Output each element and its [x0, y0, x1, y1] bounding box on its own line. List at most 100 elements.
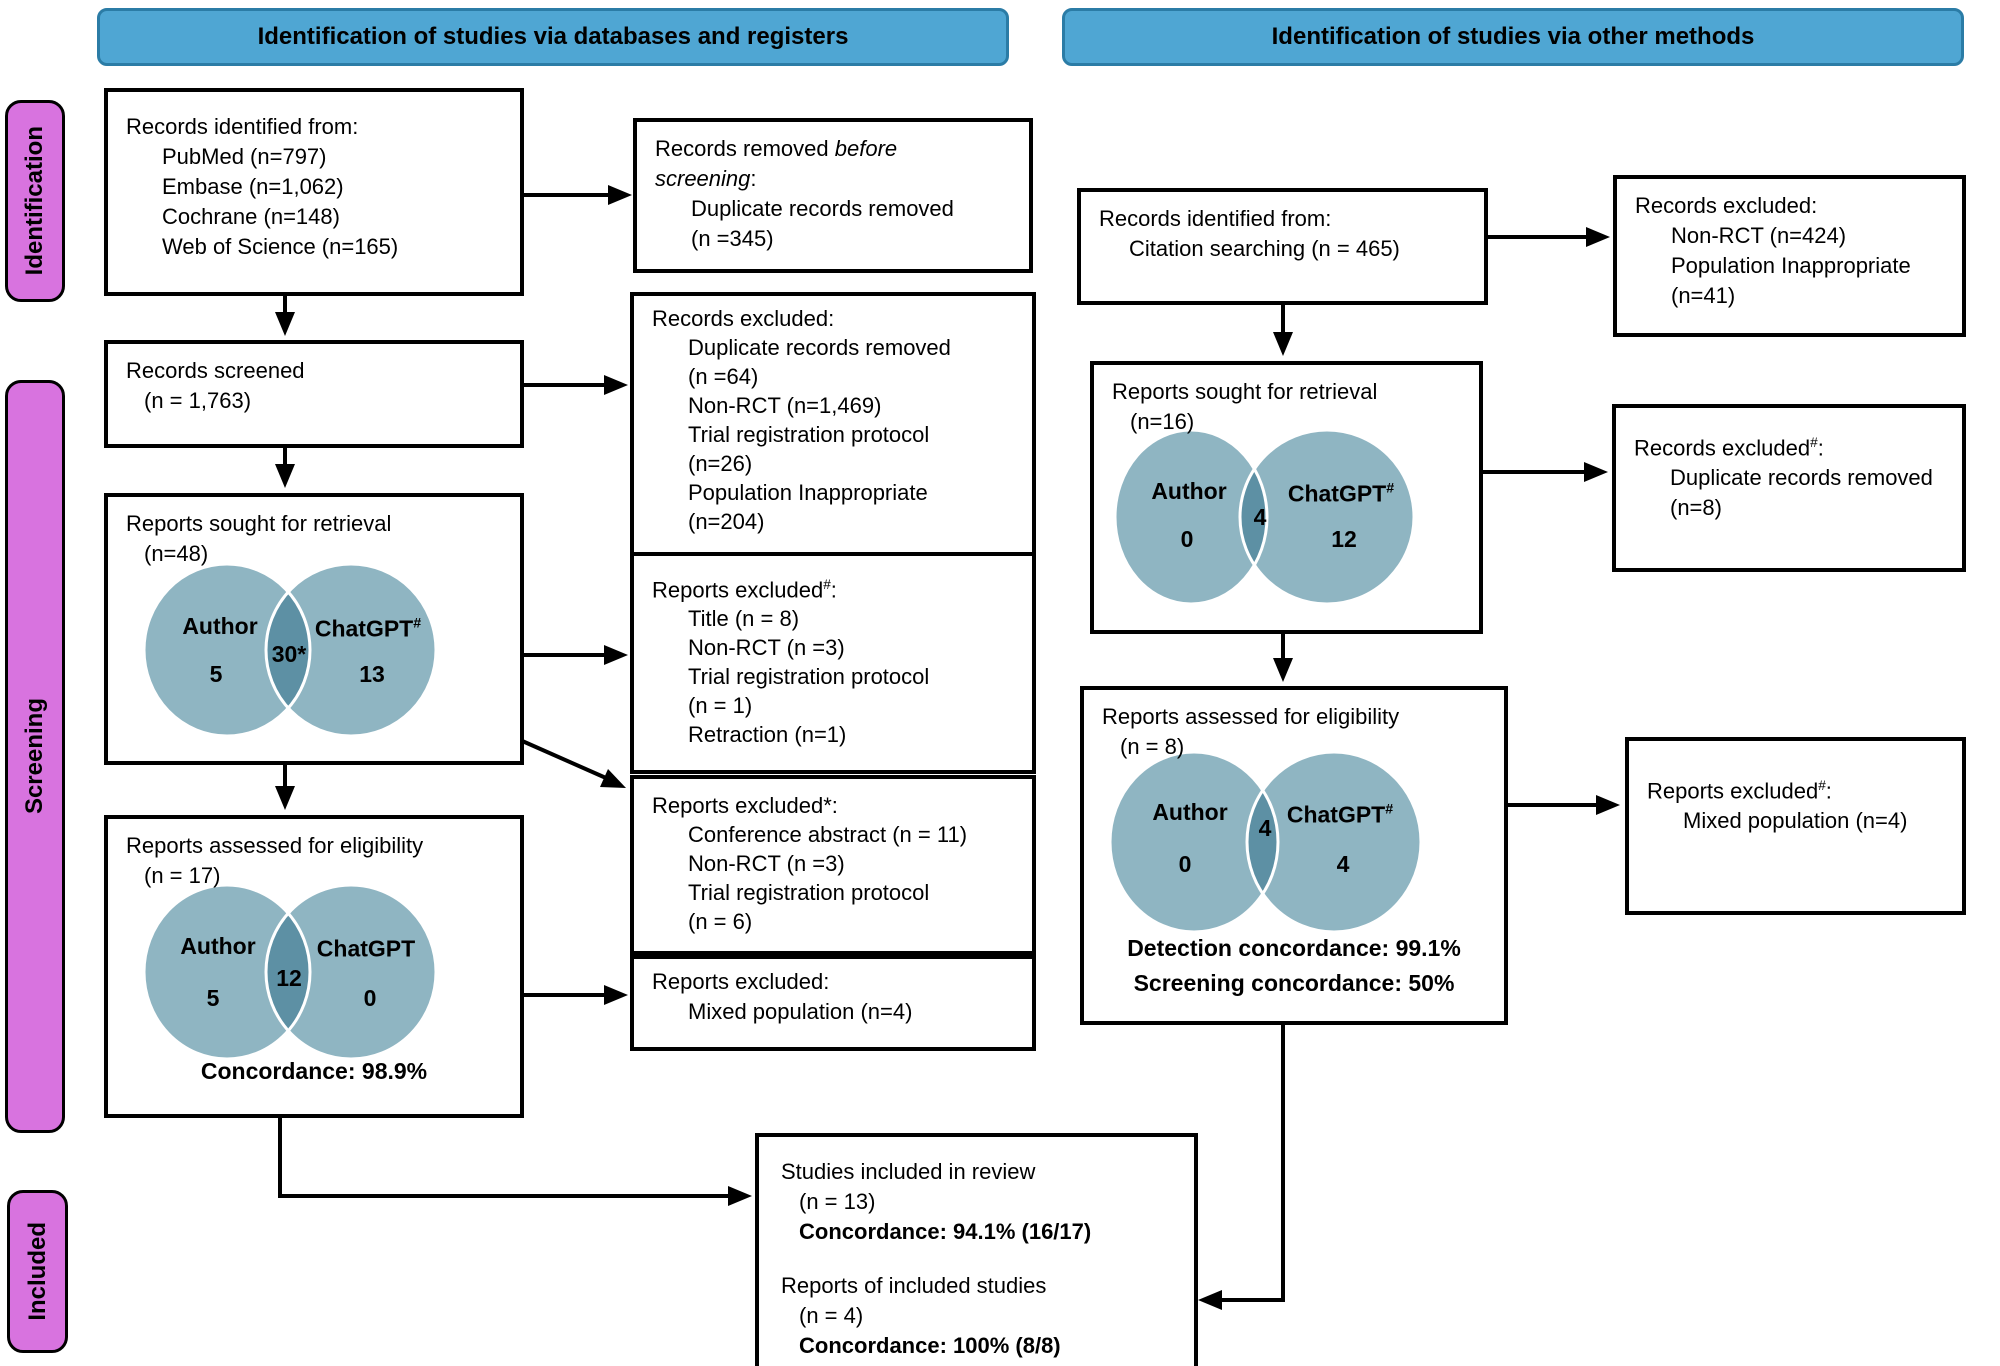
records-excluded-item: Duplicate records removed: [688, 335, 951, 360]
author-label-text: Author: [1152, 799, 1228, 825]
reports-excluded-star-item: Conference abstract (n = 11): [688, 822, 968, 847]
right-reports-excluded-mixed-box: Reports excluded#: Mixed population (n=4…: [1625, 737, 1966, 915]
records-removed-title-line2: screening:: [637, 164, 1029, 194]
studies-included-line2: (n = 13): [799, 1189, 876, 1214]
right-records-excluded-hash-box: Records excluded#: Duplicate records rem…: [1612, 404, 1966, 572]
right-records-excluded-hash-item: Duplicate records removed: [1670, 465, 1933, 491]
right-reports-excluded-mixed-colon: :: [1825, 778, 1832, 804]
venn-chatgpt-value: 13: [359, 661, 385, 687]
chatgpt-label-sup: #: [413, 615, 422, 632]
reports-excluded-hash-title: Reports excluded#:: [634, 570, 1032, 604]
reports-excluded-hash-item: Non-RCT (n =3): [688, 635, 845, 661]
author-label-text: Author: [1151, 478, 1227, 504]
records-excluded-item: Population Inappropriate: [688, 480, 928, 505]
records-excluded-item: Trial registration protocol: [688, 422, 930, 447]
records-identified-item: Cochrane (n=148): [162, 204, 340, 229]
right-records-excluded-item: (n=41): [1671, 283, 1736, 308]
reports-sought-retrieval-box: Reports sought for retrieval (n=48) Auth…: [104, 493, 524, 765]
right-reports-assessed-box: Reports assessed for eligibility (n = 8)…: [1080, 686, 1508, 1025]
citation-title: Records identified from:: [1099, 206, 1332, 231]
records-identified-item: Web of Science (n=165): [162, 234, 399, 259]
venn-chatgpt-label: ChatGPT#: [1287, 795, 1393, 830]
concordance-line: Concordance: 98.9%: [200, 1058, 428, 1084]
reports-excluded-star-item: Non-RCT (n =3): [688, 851, 845, 876]
header-right-label: Identification of studies via other meth…: [1271, 23, 1755, 50]
venn-overlap-value: 4: [1253, 504, 1267, 530]
records-identified-item: PubMed (n=797): [162, 144, 327, 169]
records-identified-box: Records identified from: PubMed (n=797) …: [104, 88, 524, 296]
venn-diagram: [142, 883, 438, 1061]
right-reports-sought-box: Reports sought for retrieval (n=16) Auth…: [1090, 361, 1483, 634]
author-label-text: Author: [180, 933, 256, 959]
reports-excluded-hash-item: Retraction (n=1): [688, 722, 847, 748]
venn-chatgpt-label: ChatGPT#: [315, 609, 421, 644]
reports-included-concordance: Concordance: 100% (8/8): [799, 1333, 1061, 1358]
right-records-excluded-hash-item: (n=8): [1670, 495, 1722, 521]
stage-screening-label: Screening: [21, 698, 48, 815]
records-excluded-item: (n=204): [688, 509, 765, 534]
stage-tab-included: Included: [7, 1190, 68, 1353]
chatgpt-label-sup: #: [1386, 480, 1395, 497]
reports-excluded-star-item: (n = 6): [688, 909, 753, 934]
venn-author-label: Author: [182, 611, 257, 641]
reports-assessed-title: Reports assessed for eligibility: [126, 833, 424, 858]
citation-records-identified-box: Records identified from: Citation search…: [1077, 188, 1488, 305]
right-reports-assessed-n: (n = 8): [1120, 734, 1185, 759]
detection-concordance-line: Detection concordance: 99.1%: [1127, 935, 1461, 961]
records-removed-item: Duplicate records removed: [691, 196, 954, 221]
stage-identification-label: Identification: [21, 126, 48, 276]
reports-sought-title: Reports sought for retrieval: [126, 511, 392, 536]
venn-author-value: 5: [206, 985, 220, 1011]
right-reports-sought-title: Reports sought for retrieval: [1112, 379, 1378, 404]
chatgpt-label-text: ChatGPT: [314, 615, 414, 642]
records-screened-line1: Records screened: [126, 358, 305, 383]
records-removed-before-screening-box: Records removed before screening: Duplic…: [633, 118, 1033, 273]
venn-overlap-value: 12: [276, 965, 302, 991]
screening-concordance-line: Screening concordance: 50%: [1133, 970, 1455, 996]
venn-author-label: Author: [1152, 797, 1227, 827]
venn-author-value: 0: [1180, 526, 1194, 552]
stage-tab-identification: Identification: [5, 100, 65, 302]
reports-excluded-hash-colon: :: [830, 577, 837, 603]
reports-excluded-mixed-title: Reports excluded:: [652, 969, 830, 994]
reports-excluded-mixed-item: Mixed population (n=4): [688, 999, 913, 1024]
right-records-excluded-hash-sup: #: [1810, 435, 1818, 450]
chatgpt-label-text: ChatGPT: [316, 935, 416, 962]
chatgpt-label-sup: #: [1385, 801, 1394, 818]
records-excluded-item: (n =64): [688, 364, 759, 389]
right-records-excluded-hash-title: Records excluded#:: [1616, 428, 1962, 463]
venn-author-label: Author: [180, 931, 255, 961]
stage-tab-screening: Screening: [5, 380, 65, 1133]
right-records-excluded-title: Records excluded:: [1635, 193, 1818, 218]
venn-chatgpt-value: 0: [363, 985, 377, 1011]
venn-overlap-value: 30*: [271, 641, 307, 667]
chatgpt-label-text: ChatGPT: [1286, 801, 1386, 828]
venn-author-value: 5: [209, 661, 223, 687]
reports-excluded-hash-sup: #: [823, 577, 831, 592]
records-removed-colon: :: [750, 166, 757, 191]
reports-included-line2: (n = 4): [799, 1303, 864, 1328]
right-reports-excluded-mixed-item: Mixed population (n=4): [1683, 808, 1908, 834]
studies-included-box: Studies included in review (n = 13) Conc…: [755, 1133, 1198, 1366]
records-excluded-box: Records excluded: Duplicate records remo…: [630, 292, 1036, 556]
header-left-label: Identification of studies via databases …: [257, 23, 849, 50]
records-removed-screening-italic: screening: [655, 166, 751, 191]
venn-diagram: [1108, 750, 1423, 934]
reports-sought-n: (n=48): [144, 541, 209, 566]
right-reports-excluded-mixed-text: Reports excluded: [1647, 778, 1819, 804]
venn-diagram: [1113, 428, 1416, 606]
reports-excluded-hash-item: (n = 1): [688, 693, 753, 719]
reports-included-line1: Reports of included studies: [781, 1273, 1047, 1298]
studies-included-line1: Studies included in review: [781, 1159, 1036, 1184]
reports-excluded-hash-item: Trial registration protocol: [688, 664, 930, 690]
records-excluded-item: (n=26): [688, 451, 753, 476]
records-screened-box: Records screened (n = 1,763): [104, 340, 524, 448]
venn-author-value: 0: [1178, 851, 1192, 877]
reports-assessed-n: (n = 17): [144, 863, 221, 888]
reports-excluded-star-title: Reports excluded*:: [652, 793, 838, 818]
citation-item: Citation searching (n = 465): [1129, 236, 1400, 261]
venn-diagram: [142, 562, 438, 738]
records-screened-line2: (n = 1,763): [144, 388, 252, 413]
chatgpt-label-text: ChatGPT: [1287, 480, 1387, 507]
